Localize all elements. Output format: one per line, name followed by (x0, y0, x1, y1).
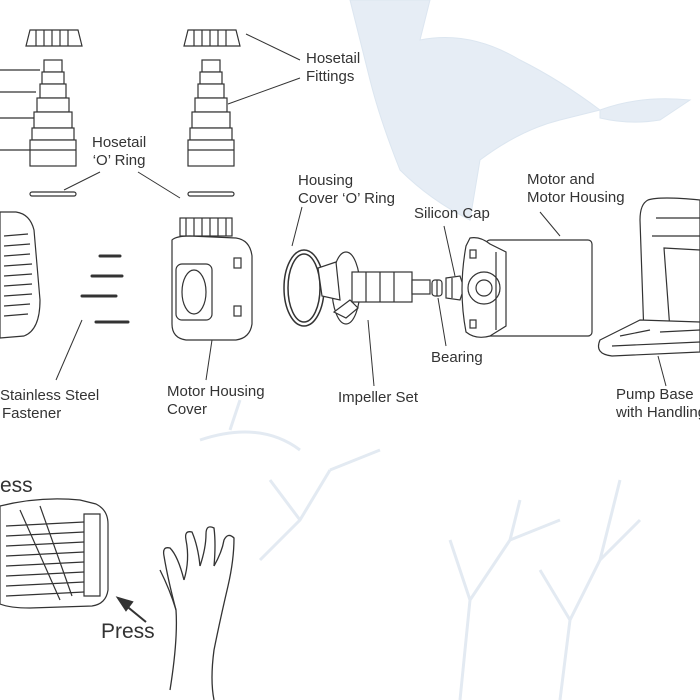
label-motor-and-motor-housing: Motor and Motor Housing (527, 171, 625, 207)
label-line: with Handling (616, 404, 700, 421)
press-arrow-icon (115, 596, 147, 623)
label-line: Hosetail (306, 50, 361, 67)
watermark-coral (199, 399, 642, 700)
hosetail-o-rings (29, 191, 235, 197)
pump-body-bottom (0, 498, 109, 609)
label-line: Press (101, 620, 155, 643)
label-line: Housing (298, 172, 354, 189)
pump-base (597, 197, 700, 357)
label-line: Cover ‘O’ Ring (298, 190, 395, 207)
label-housing-cover-o-ring: Housing Cover ‘O’ Ring (298, 172, 395, 208)
label-line: ess (0, 474, 33, 497)
label-pump-base: Pump Base with Handling (616, 386, 700, 422)
label-bearing: Bearing (431, 349, 483, 367)
label-hosetail-o-ring: Hosetail ‘O’ Ring (92, 134, 146, 170)
label-line: Motor Housing (527, 189, 625, 206)
label-line: Hosetail (92, 134, 147, 151)
stainless-steel-fasteners (80, 254, 130, 324)
motor-housing-cover (171, 217, 253, 341)
hosetail-fitting-right (183, 29, 241, 167)
watermark-fish (349, 0, 692, 221)
label-line: Stainless Steel (0, 387, 100, 404)
motor-and-motor-housing (461, 237, 593, 338)
label-line: Motor Housing (167, 383, 265, 400)
label-line: Fittings (306, 68, 355, 85)
label-hosetail-fittings: Hosetail Fittings (306, 50, 360, 86)
label-stainless-steel-fastener: Stainless Steel Fastener (0, 387, 99, 423)
label-line: Silicon Cap (414, 205, 490, 222)
label-line: Motor and (527, 171, 595, 188)
label-press-bottom: Press (101, 620, 155, 644)
label-line: Pump Base (616, 386, 694, 403)
label-line: ‘O’ Ring (92, 152, 146, 169)
label-motor-housing-cover: Motor Housing Cover (167, 383, 265, 419)
leader-lines (55, 33, 667, 387)
label-line: Impeller Set (338, 389, 419, 406)
hand-icon (159, 526, 235, 700)
impeller-set (317, 251, 431, 325)
bearing (431, 279, 443, 297)
label-silicon-cap: Silicon Cap (414, 205, 490, 223)
label-press-top: ess (0, 474, 33, 498)
label-impeller-set: Impeller Set (338, 389, 418, 407)
label-line: Bearing (431, 349, 483, 366)
silicon-cap (445, 275, 465, 301)
hosetail-fitting-left (0, 29, 83, 167)
intake-grille-cap (0, 211, 41, 339)
housing-cover-o-ring (283, 249, 325, 327)
label-line: Fastener (2, 405, 62, 422)
label-line: Cover (167, 401, 208, 418)
